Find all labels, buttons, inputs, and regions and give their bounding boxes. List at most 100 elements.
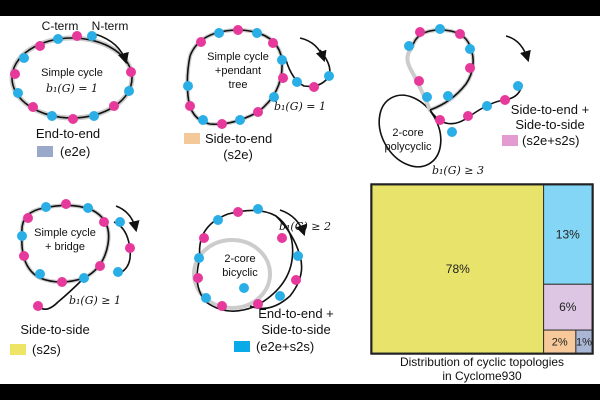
n-term-residue-bead [293,251,303,261]
betti-formula: b₁(G) = 1 [46,82,98,95]
legend-swatch-s2e [184,133,200,144]
treemap-cell-s2e-s2s [543,283,593,331]
c-term-residue-bead [435,115,445,125]
panel-end-to-end: C-term N-term Simple cycle b₁(G) = 1 End… [9,19,136,159]
n-term-residue-bead [87,31,97,41]
c-term-residue-bead [500,95,510,105]
inner-label: Simple cycle [34,227,96,239]
n-term-residue-bead [124,86,134,96]
topology-code-label: (e2e+s2s) [256,339,314,354]
c-term-residue-bead [415,27,425,37]
n-term-residue-bead [13,88,23,98]
n-term-residue-bead [404,41,414,51]
betti-formula: b₁(G) ≥ 1 [69,294,121,307]
c-term-residue-bead [193,273,203,283]
n-term-residue-bead [292,77,302,87]
treemap-cell-e2e [575,329,593,354]
n-term-residue-bead [41,202,51,212]
n-term-residue-bead [239,283,249,293]
n-term-residue-bead [277,55,287,65]
inner-label: bicyclic [222,267,258,279]
treemap-cell-label: 6% [559,300,577,314]
direction-arrow [94,33,129,65]
panel-bicyclic: 2-core bicyclic b₁(G) ≥ 2 End-to-end + S… [192,204,334,354]
n-term-residue-bead [447,127,457,137]
topology-type-label: Side-to-end [205,131,272,146]
c-term-residue-bead [268,38,278,48]
c-term-residue-bead [57,277,67,287]
legend-swatch-s2s [10,344,26,355]
n-term-residue-bead [19,53,29,63]
treemap-cells: 78% 13% 6% 2% 1% [371,184,593,354]
c-term-residue-bead [19,251,29,261]
treemap-caption: in Cyclome930 [442,369,522,383]
betti-formula: b₁(G) = 1 [274,100,326,113]
inner-label: polycyclic [384,141,432,153]
panel-side-to-side: Simple cycle + bridge b₁(G) ≥ 1 Side-to-… [10,199,140,357]
n-term-residue-bead [422,92,432,102]
c-term-residue-bead [23,213,33,223]
betti-formula: b₁(G) ≥ 3 [432,164,484,177]
inner-label: 2-core [392,127,423,139]
c-term-residue-bead [233,207,243,217]
n-term-residue-bead [435,24,445,34]
n-term-residue-bead [35,269,45,279]
c-term-residue-bead [109,101,119,111]
n-term-residue-bead [198,115,208,125]
direction-arrow [299,37,327,63]
residue-beads [17,199,135,311]
c-term-residue-bead [10,69,20,79]
legend-swatch-s2e-s2s [502,135,518,146]
c-term-residue-bead [199,233,209,243]
c-term-residue-bead [277,233,287,243]
legend-swatch-e2e-s2s [234,341,250,352]
treemap: 78% 13% 6% 2% 1% Distribution of cyclic topo… [370,183,594,383]
c-term-residue-bead [414,76,424,86]
topology-type-label: End-to-end + [258,306,334,321]
cyclic-topology-figure: C-term N-term Simple cycle b₁(G) = 1 End… [9,19,594,383]
direction-arrow [115,205,140,233]
topology-code-label: (s2e) [223,147,253,162]
c-term-residue-bead [95,261,105,271]
topology-type-label: Side-to-side [515,117,584,132]
n-term-residue-bead [53,34,63,44]
cycle-shadow [192,238,272,310]
c-term-residue-bead [99,217,109,227]
treemap-cell-label: 78% [446,262,470,276]
residue-beads [404,24,523,137]
treemap-cell-label: 13% [556,228,580,242]
topology-type-label: Side-to-side [20,322,89,337]
c-term-residue-bead [253,107,263,117]
n-term-residue-bead [194,253,204,263]
c-term-residue-bead [463,111,473,121]
inner-label: Simple cycle [41,67,103,79]
n-term-residue-bead [183,81,193,91]
c-term-residue-bead [126,67,136,77]
direction-arrow [505,35,531,63]
n-term-residue-bead [269,92,279,102]
c-term-residue-bead [465,63,475,73]
c-term-residue-bead [217,301,227,311]
c-term-residue-bead [455,29,465,39]
c-term-label: C-term [42,19,79,33]
panel-polycyclic: 2-core polycyclic b₁(G) ≥ 3 Side-to-end … [378,24,589,177]
topology-code-label: (s2e+s2s) [522,133,579,148]
direction-arrow [279,209,307,237]
treemap-cell-label: 1% [576,337,592,349]
topology-type-label: Side-to-end + [511,102,589,117]
treemap-caption: Distribution of cyclic topologies [400,355,564,369]
c-term-residue-bead [28,102,38,112]
inner-label: 2-core [224,253,255,265]
n-term-residue-bead [443,91,453,101]
c-term-residue-bead [291,275,301,285]
residue-beads [193,204,303,311]
n-term-residue-bead [253,204,263,214]
treemap-cell-label: 2% [552,337,568,349]
n-term-residue-bead [115,217,125,227]
n-term-residue-bead [213,215,223,225]
polycyclic-loop [378,94,442,168]
c-term-residue-bead [309,82,319,92]
residue-beads [10,31,136,124]
topology-code-label: (s2s) [32,342,61,357]
cycle-backbone [411,29,474,111]
